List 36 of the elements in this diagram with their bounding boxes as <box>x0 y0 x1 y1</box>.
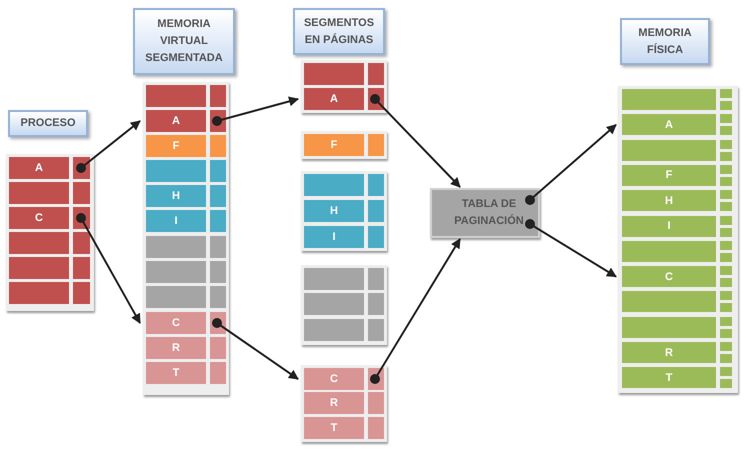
column-header: SEGMENTOS EN PÁGINAS <box>293 8 385 55</box>
memory-cell: F <box>622 164 716 186</box>
memory-cell: C <box>304 368 364 390</box>
arrow <box>525 124 617 205</box>
memory-cell: R <box>146 337 206 359</box>
memory-cell: H <box>622 190 716 212</box>
column-header: MEMORIA VIRTUAL SEGMENTADA <box>133 8 235 75</box>
arrow <box>370 94 461 188</box>
memory-cell: R <box>304 392 364 414</box>
memory-cell: A <box>304 88 364 110</box>
arrow <box>212 96 299 126</box>
arrow <box>525 219 617 278</box>
memory-cell: I <box>622 216 716 236</box>
memory-cell: F <box>146 135 206 157</box>
memory-cell: C <box>9 207 69 229</box>
memory-cell: F <box>304 134 364 156</box>
memory-cell: I <box>304 226 364 248</box>
memory-cell: T <box>146 362 206 384</box>
memory-cell: C <box>622 266 716 288</box>
arrow <box>76 120 141 173</box>
memory-cell: A <box>146 110 206 132</box>
memory-cell: C <box>146 312 206 334</box>
column-header: MEMORIA FÍSICA <box>620 18 710 65</box>
memory-cell: A <box>622 114 716 136</box>
memory-cell: T <box>304 417 364 439</box>
arrow <box>212 318 299 380</box>
arrow <box>370 238 461 384</box>
memory-cell: H <box>304 200 364 222</box>
memory-cell: I <box>146 210 206 232</box>
column-header: PROCESO <box>8 110 88 137</box>
arrow <box>76 213 141 324</box>
memory-cell: H <box>146 185 206 207</box>
page-table-box: TABLA DE PAGINACIÓN <box>430 188 540 238</box>
memory-cell: A <box>9 157 69 179</box>
memory-cell: T <box>622 367 716 388</box>
memory-cell: R <box>622 342 716 363</box>
